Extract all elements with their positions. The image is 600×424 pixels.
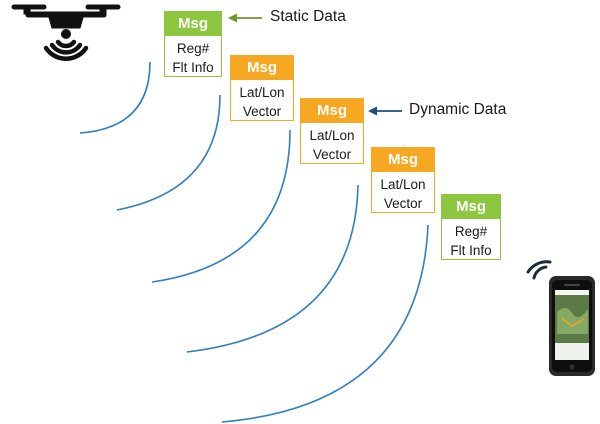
message-header: Msg bbox=[301, 99, 363, 123]
wave-arc-5 bbox=[221, 224, 429, 423]
message-line-1: Lat/Lon bbox=[239, 85, 285, 100]
message-line-2: Vector bbox=[312, 147, 352, 162]
smartphone-icon bbox=[526, 260, 595, 376]
message-header: Msg bbox=[372, 148, 434, 172]
broadcast-waves bbox=[79, 61, 429, 423]
message-box-dynamic-1: Msg Lat/Lon Vector bbox=[230, 55, 294, 121]
message-line-1: Lat/Lon bbox=[309, 128, 355, 143]
message-box-static-2: Msg Reg# Flt Info bbox=[441, 194, 501, 260]
wave-arc-3 bbox=[151, 129, 291, 283]
dynamic-data-arrow-icon bbox=[368, 106, 402, 116]
message-line-1: Lat/Lon bbox=[380, 177, 426, 192]
wave-arc-2 bbox=[116, 94, 221, 211]
static-data-arrow-icon bbox=[228, 13, 262, 23]
message-line-2: Vector bbox=[383, 196, 423, 211]
message-line-2: Flt Info bbox=[450, 243, 492, 258]
static-data-label: Static Data bbox=[270, 8, 346, 25]
message-line-1: Reg# bbox=[454, 224, 488, 239]
message-header: Msg bbox=[442, 195, 500, 219]
dynamic-data-label: Dynamic Data bbox=[409, 101, 507, 118]
message-header: Msg bbox=[231, 56, 293, 80]
receive-signal-icon bbox=[526, 260, 552, 280]
message-line-2: Flt Info bbox=[172, 60, 214, 75]
message-line-1: Reg# bbox=[176, 41, 210, 56]
message-line-2: Vector bbox=[242, 104, 282, 119]
message-box-dynamic-3: Msg Lat/Lon Vector bbox=[371, 147, 435, 213]
message-box-dynamic-2: Msg Lat/Lon Vector bbox=[300, 98, 364, 164]
wave-arc-1 bbox=[79, 61, 151, 134]
drone-icon bbox=[11, 4, 121, 61]
message-box-static-1: Msg Reg# Flt Info bbox=[164, 11, 222, 77]
message-header: Msg bbox=[165, 12, 221, 36]
wave-arc-4 bbox=[186, 184, 359, 353]
